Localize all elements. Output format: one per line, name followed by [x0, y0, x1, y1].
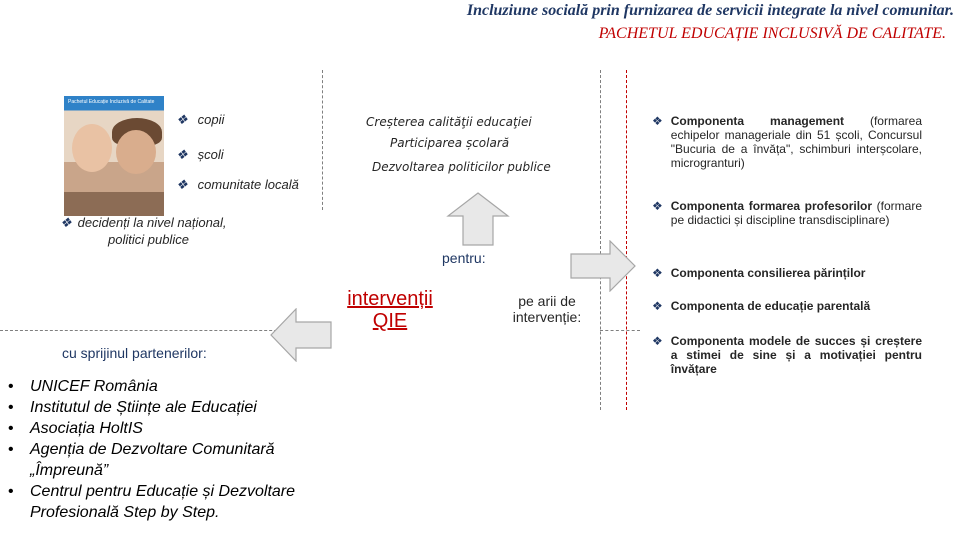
interventions-title: intervenții QIE — [347, 288, 433, 332]
block-arrow-up-icon — [446, 192, 510, 246]
list-item: •UNICEF România — [8, 378, 158, 395]
beneficiary-item: ❖comunitate locală — [176, 177, 299, 192]
component-item: ❖ Componenta modele de succes și creșter… — [652, 334, 922, 376]
list-item: •Agenția de Dezvoltare Comunitară „Împre… — [8, 441, 275, 479]
divider-horizontal-right — [600, 330, 640, 331]
decision-makers-item-line2: politici publice — [108, 232, 189, 247]
divider-right-vertical — [600, 70, 601, 410]
list-item: •Asociația HoltIS — [8, 420, 143, 437]
divider-horizontal — [0, 330, 322, 331]
divider-red-vertical — [626, 70, 627, 410]
diamond-bullet-icon: ❖ — [652, 299, 663, 313]
diamond-bullet-icon: ❖ — [652, 199, 663, 213]
component-item: ❖ Componenta formarea profesorilor (form… — [652, 199, 922, 227]
diamond-bullet-icon: ❖ — [652, 334, 663, 348]
component-item: ❖ Componenta management (formarea echipe… — [652, 114, 922, 170]
diamond-bullet-icon: ❖ — [176, 177, 188, 192]
divider-left-vertical — [322, 70, 323, 210]
diamond-bullet-icon: ❖ — [652, 266, 663, 280]
cover-photo: Pachetul Educație Incluzivă de Calitate — [64, 96, 164, 216]
partners-list: •UNICEF România • Institutul de Științe … — [8, 376, 338, 523]
outcome-participation: Participarea școlară — [390, 136, 510, 150]
outcome-policies: Dezvoltarea politicilor publice — [372, 160, 551, 174]
decision-makers-item: ❖decidenți la nivel național, — [60, 215, 227, 230]
beneficiary-item: ❖copii — [176, 112, 225, 127]
pentru-label: pentru: — [442, 250, 486, 266]
diamond-bullet-icon: ❖ — [176, 112, 188, 127]
list-item: • Institutul de Științe ale Educației — [8, 399, 257, 416]
outcome-quality: Creșterea calităţii educaţiei — [366, 115, 532, 129]
component-item: ❖ Componenta consilierea părinților — [652, 266, 866, 280]
photo-caption: Pachetul Educație Incluzivă de Calitate — [68, 99, 155, 105]
diamond-bullet-icon: ❖ — [60, 215, 72, 230]
page-title: Incluziune socială prin furnizarea de se… — [466, 2, 954, 19]
partners-label: cu sprijinul partenerilor: — [62, 345, 207, 361]
block-arrow-right-icon — [570, 240, 636, 292]
component-item: ❖ Componenta de educație parentală — [652, 299, 871, 313]
diamond-bullet-icon: ❖ — [652, 114, 663, 128]
page-subtitle: PACHETUL EDUCAȚIE INCLUSIVĂ DE CALITATE. — [598, 25, 946, 42]
beneficiary-item: ❖școli — [176, 147, 224, 162]
diamond-bullet-icon: ❖ — [176, 147, 188, 162]
intervention-areas-label: pe arii de intervenție: — [512, 293, 582, 325]
block-arrow-left-icon — [270, 308, 332, 362]
list-item: •Centrul pentru Educație și Dezvoltare P… — [8, 483, 296, 521]
